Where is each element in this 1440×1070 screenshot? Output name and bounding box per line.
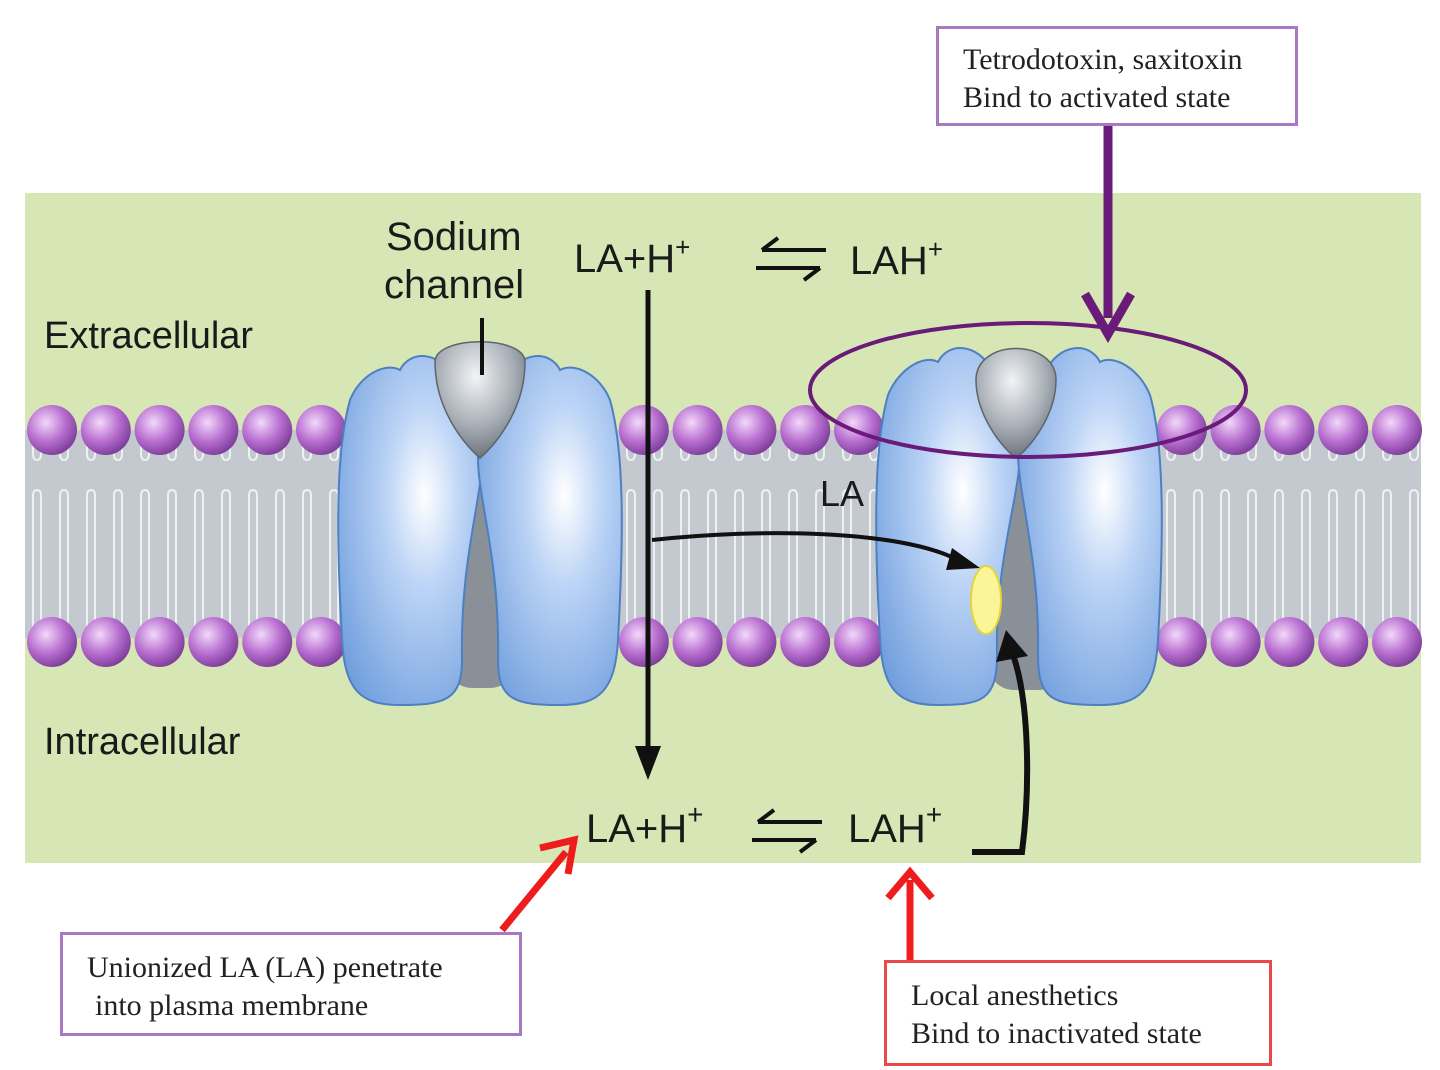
phospholipid-head — [1264, 405, 1315, 455]
red-arrow-local-anesthetics — [885, 866, 935, 960]
phospholipid-head — [1372, 405, 1422, 455]
toxin-binding-ellipse — [808, 321, 1248, 459]
phospholipid-head — [1264, 617, 1315, 667]
sodium-channel-label-line2: channel — [384, 263, 524, 307]
unionized-la-callout-line2: into plasma membrane — [95, 989, 369, 1022]
local-anesthetics-callout-line1: Local anesthetics — [911, 979, 1119, 1012]
phospholipid-head — [1318, 617, 1369, 667]
phospholipid-head — [296, 617, 346, 667]
toxin-callout-line1: Tetrodotoxin, saxitoxin — [963, 43, 1243, 76]
phospholipid-head — [188, 405, 239, 455]
extracellular-label: Extracellular — [44, 315, 253, 357]
toxin-arrow — [1081, 124, 1135, 344]
phospholipid-head — [27, 405, 77, 455]
toxin-callout-line2: Bind to activated state — [963, 81, 1231, 114]
phospholipid-head — [134, 617, 185, 667]
phospholipid-head — [134, 405, 185, 455]
sodium-channel-left — [337, 318, 623, 707]
unionized-la-callout-line1: Unionized LA (LA) penetrate — [87, 951, 443, 984]
phospholipid-head — [296, 405, 346, 455]
sodium-channel-label-line1: Sodium — [386, 215, 522, 259]
phospholipid-head — [672, 617, 723, 667]
phospholipid-head — [1372, 617, 1422, 667]
phospholipid-head — [242, 405, 293, 455]
phospholipid-head — [1156, 617, 1207, 667]
intracellular-label: Intracellular — [44, 721, 241, 763]
phospholipid-head — [1318, 405, 1369, 455]
local-anesthetics-callout: Local anesthetics Bind to inactivated st… — [884, 960, 1272, 1066]
phospholipid-head — [80, 405, 131, 455]
phospholipid-head — [780, 617, 831, 667]
lah-extracellular: LAH+ — [850, 234, 943, 283]
phospholipid-head — [726, 617, 777, 667]
phospholipid-head — [618, 617, 669, 667]
lah-intracellular: LAH+ — [848, 799, 942, 851]
la-h-intracellular: LA+H+ — [586, 799, 704, 851]
la-to-binding-site-arrow — [651, 531, 959, 562]
phospholipid-head — [726, 405, 777, 455]
phospholipid-head — [80, 617, 131, 667]
la-diffusion-arrow — [635, 290, 661, 780]
phospholipid-head — [834, 617, 884, 667]
red-arrow-unionized — [499, 835, 579, 933]
phospholipid-head — [618, 405, 669, 455]
la-to-binding-site-arrowhead — [946, 548, 980, 570]
equilibrium-harpoon-icon — [752, 808, 822, 854]
phospholipid-head — [672, 405, 723, 455]
phospholipid-head — [242, 617, 293, 667]
local-anesthetics-callout-line2: Bind to inactivated state — [911, 1017, 1202, 1050]
la-binding-site — [970, 565, 1002, 635]
phospholipid-heads-top — [27, 405, 1422, 455]
phospholipid-head — [1210, 405, 1261, 455]
sodium-channel-right — [875, 347, 1163, 707]
phospholipid-head — [780, 405, 831, 455]
toxin-callout: Tetrodotoxin, saxitoxin Bind to activate… — [936, 26, 1298, 126]
lah-to-binding-site-arrow — [972, 650, 1031, 855]
phospholipid-head — [27, 617, 77, 667]
unionized-la-callout: Unionized LA (LA) penetrate into plasma … — [60, 932, 522, 1036]
phospholipid-head — [834, 405, 884, 455]
la-h-extracellular: LA+H+ — [574, 232, 690, 281]
phospholipid-head — [188, 617, 239, 667]
la-membrane-label: LA — [820, 473, 864, 514]
lah-to-binding-site-arrowhead — [996, 630, 1028, 662]
phospholipid-head — [1210, 617, 1261, 667]
phospholipid-heads-bottom — [27, 617, 1422, 667]
equilibrium-harpoon-icon — [756, 236, 826, 282]
